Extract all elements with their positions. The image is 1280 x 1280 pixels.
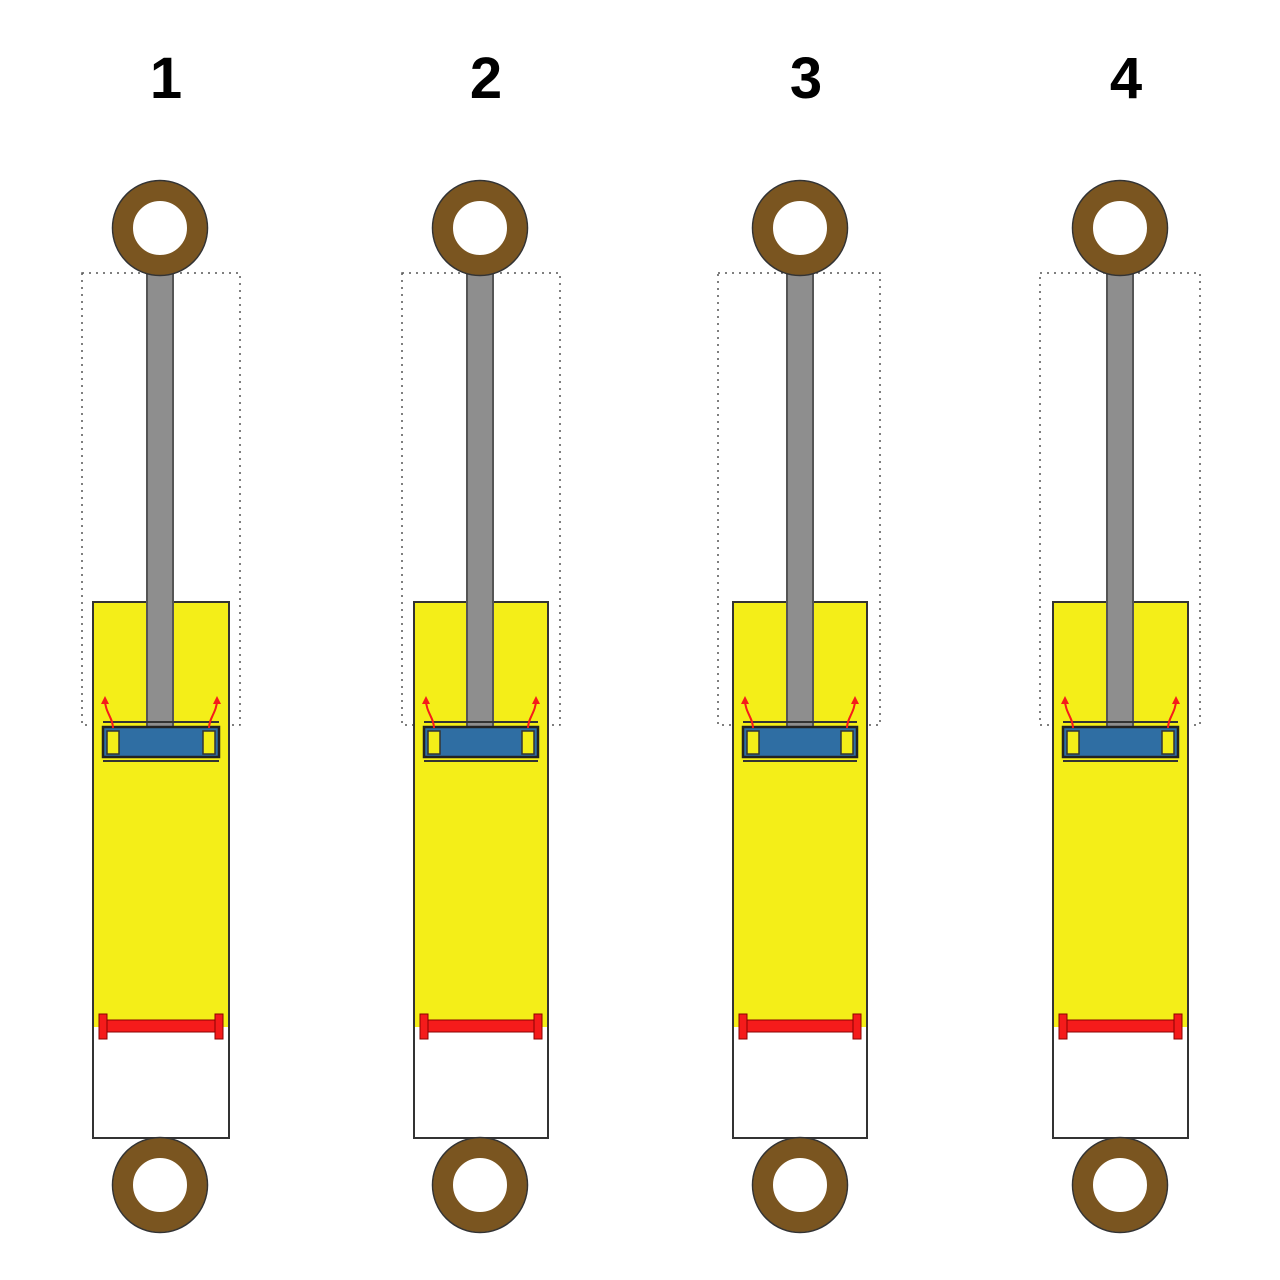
gas-chamber <box>733 1027 867 1138</box>
floating-piston <box>1060 1019 1181 1033</box>
valve-port-left <box>106 730 120 755</box>
floating-piston-seal-left <box>98 1013 108 1040</box>
mounting-eye-icon <box>433 181 527 275</box>
floating-piston-seal-right <box>214 1013 224 1040</box>
piston-rod <box>146 259 174 729</box>
gas-chamber <box>93 1027 229 1138</box>
mounting-eye-icon <box>753 181 847 275</box>
flow-arrow-icon <box>101 696 114 729</box>
gas-chamber <box>1053 1027 1188 1138</box>
mounting-eye-icon <box>1073 1138 1167 1232</box>
shock-absorber-1: 1 <box>81 46 241 1234</box>
shock-absorber-4: 4 <box>1039 46 1201 1234</box>
floating-piston-seal-left <box>738 1013 748 1040</box>
flow-arrow-icon <box>422 696 435 729</box>
panel-number: 4 <box>1110 46 1142 111</box>
panel-number: 1 <box>150 46 182 111</box>
piston <box>101 725 221 759</box>
shock-absorber-3: 3 <box>717 46 881 1234</box>
mounting-eye-icon <box>113 181 207 275</box>
flow-arrow-icon <box>846 696 859 729</box>
floating-piston <box>421 1019 541 1033</box>
flow-arrow-icon <box>208 696 221 729</box>
flow-arrow-icon <box>527 696 540 729</box>
flow-arrow-icon <box>1167 696 1180 729</box>
valve-port-left <box>746 730 760 755</box>
piston <box>1061 725 1180 759</box>
valve-port-right <box>840 730 854 755</box>
floating-piston-seal-right <box>852 1013 862 1040</box>
piston-rod <box>786 259 814 729</box>
mounting-eye-icon <box>1073 181 1167 275</box>
gas-chamber <box>414 1027 548 1138</box>
mounting-eye-icon <box>753 1138 847 1232</box>
piston <box>422 725 540 759</box>
floating-piston-seal-left <box>1058 1013 1068 1040</box>
mounting-eye-icon <box>433 1138 527 1232</box>
piston-rod <box>466 259 494 729</box>
floating-piston-seal-left <box>419 1013 429 1040</box>
panel-number: 3 <box>790 46 822 111</box>
flow-arrow-icon <box>1061 696 1074 729</box>
flow-arrow-icon <box>741 696 754 729</box>
piston <box>741 725 859 759</box>
floating-piston-seal-right <box>533 1013 543 1040</box>
valve-port-left <box>427 730 441 755</box>
panel-number: 2 <box>470 46 502 111</box>
valve-port-left <box>1066 730 1080 755</box>
floating-piston <box>100 1019 222 1033</box>
valve-port-right <box>521 730 535 755</box>
mounting-eye-icon <box>113 1138 207 1232</box>
stroke-range-guide <box>1039 272 1201 726</box>
shock-absorber-2: 2 <box>401 46 561 1234</box>
valve-port-right <box>1161 730 1175 755</box>
piston-rod <box>1106 259 1134 729</box>
valve-port-right <box>202 730 216 755</box>
floating-piston <box>740 1019 860 1033</box>
floating-piston-seal-right <box>1173 1013 1183 1040</box>
